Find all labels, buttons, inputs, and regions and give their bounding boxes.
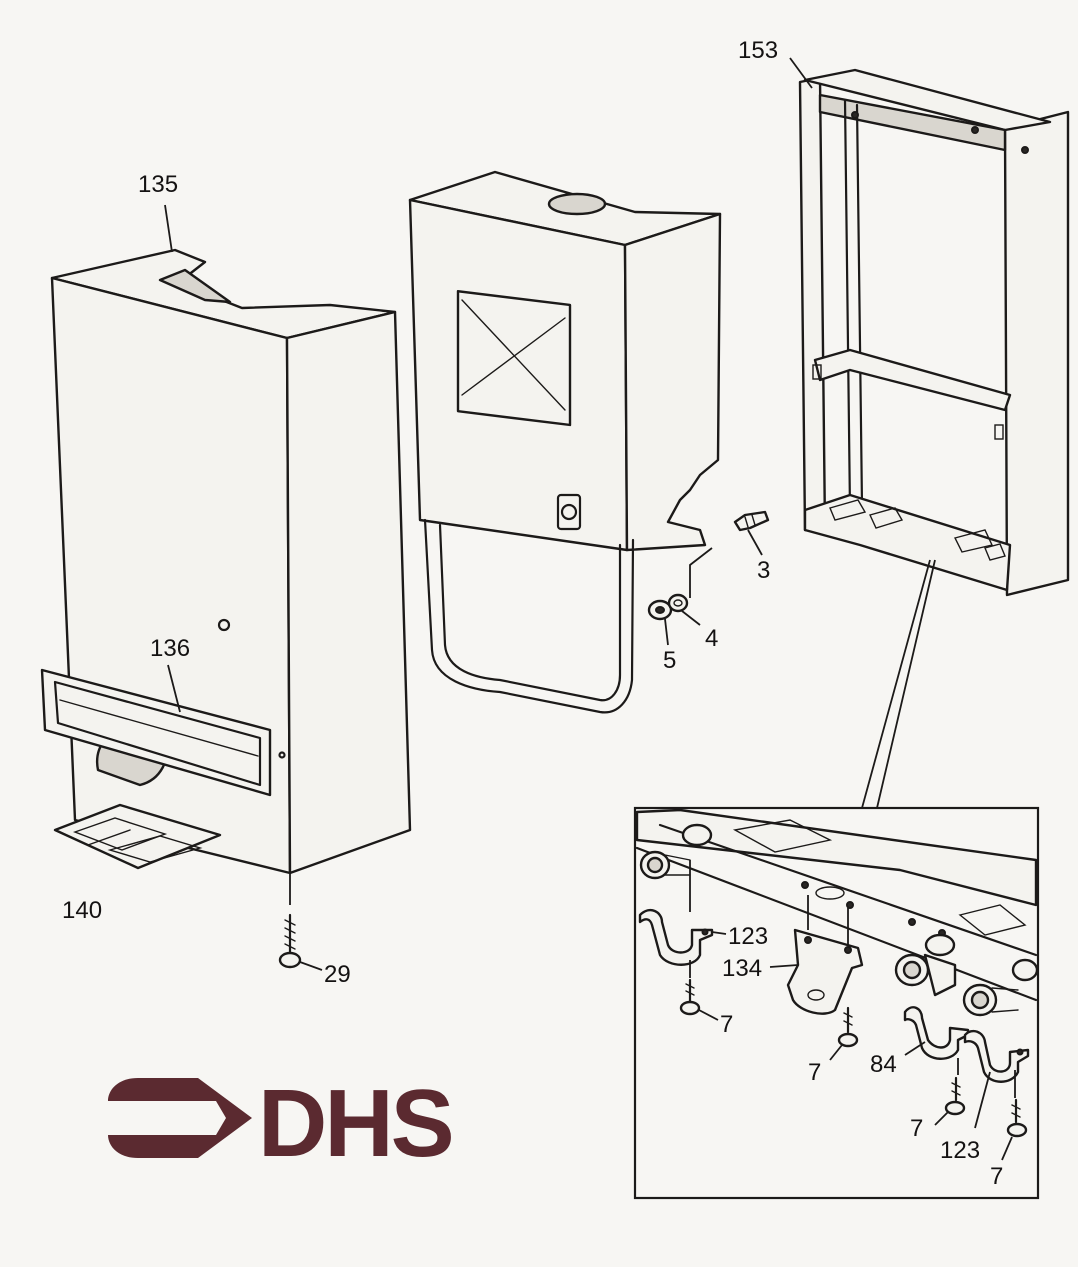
screw-7-c xyxy=(934,1058,966,1126)
viewing-window xyxy=(456,290,572,427)
callout-134: 134 xyxy=(722,955,762,982)
control-knob xyxy=(556,493,582,531)
callout-135: 135 xyxy=(138,171,178,198)
callout-4: 4 xyxy=(705,625,718,652)
callout-136: 136 xyxy=(150,635,190,662)
pipe-fitting-center xyxy=(894,933,957,997)
callout-3: 3 xyxy=(757,557,770,584)
callout-7-d: 7 xyxy=(990,1163,1003,1190)
outer-case xyxy=(40,248,412,971)
bracket-123-left xyxy=(638,860,727,966)
dhs-arrow-icon xyxy=(108,1078,252,1158)
callout-123-right: 123 xyxy=(940,1137,980,1164)
callout-5: 5 xyxy=(663,647,676,674)
callout-84: 84 xyxy=(870,1051,897,1078)
faceplate xyxy=(40,668,286,797)
dhs-logo: DHS xyxy=(108,1070,455,1177)
bolt-3 xyxy=(733,510,770,556)
screw-7-b xyxy=(829,1006,859,1061)
callout-labels: 153 135 136 140 29 3 4 5 123 134 7 7 84 … xyxy=(62,37,1003,1190)
screw-29 xyxy=(278,874,323,971)
dhs-wordmark: DHS xyxy=(258,1070,452,1177)
callout-123-left: 123 xyxy=(728,923,768,950)
pipe-fitting-right xyxy=(962,958,1039,1017)
back-frame xyxy=(789,57,1070,809)
pipe-fitting-left xyxy=(639,823,713,880)
bracket-123-right xyxy=(963,1029,1030,1129)
grille-tray xyxy=(53,803,222,870)
callout-7-a: 7 xyxy=(720,1011,733,1038)
nut-and-washer xyxy=(647,547,713,646)
callout-7-b: 7 xyxy=(808,1059,821,1086)
detail-inset xyxy=(633,806,1040,1200)
screw-7-a xyxy=(679,960,719,1021)
inner-unit xyxy=(408,170,770,714)
screw-7-d xyxy=(1001,1070,1028,1161)
callout-140: 140 xyxy=(62,897,102,924)
callout-7-c: 7 xyxy=(910,1115,923,1142)
bracket-134 xyxy=(769,895,864,1015)
callout-153: 153 xyxy=(738,37,778,64)
callout-29: 29 xyxy=(324,961,351,988)
